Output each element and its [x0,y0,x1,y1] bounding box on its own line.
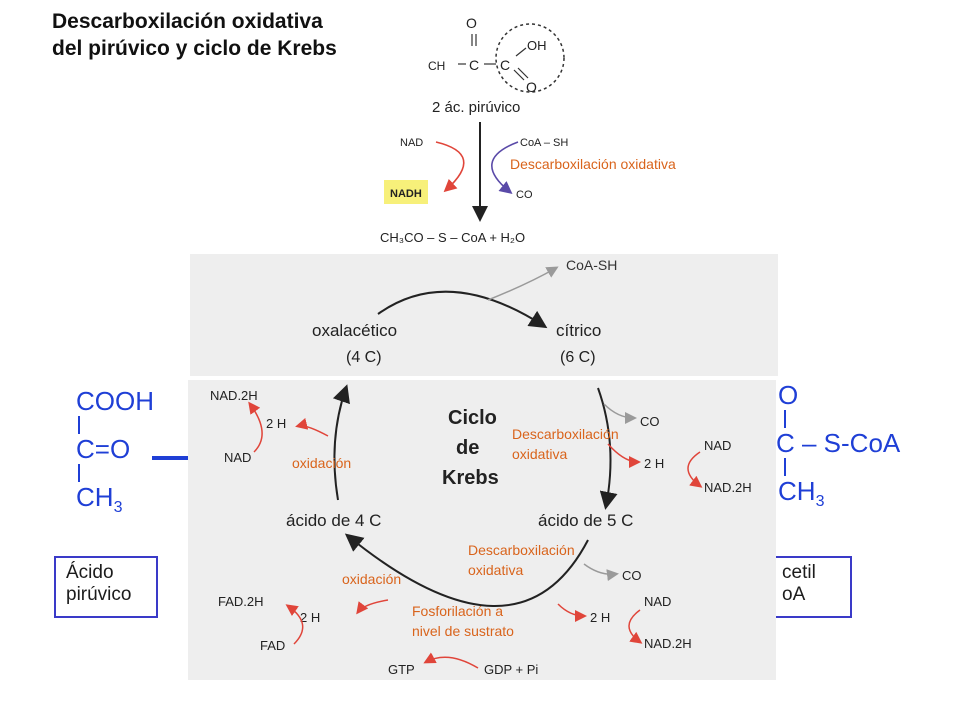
fad-label: FAD [260,638,285,653]
nad2h-a: NAD.2H [704,480,752,495]
page-title: Descarboxilación oxidativa del pirúvico … [52,8,337,62]
annotation-descarbox-mid: Descarboxilación oxidativa [512,424,619,464]
oxalacetico-c: (4 C) [346,349,382,366]
nad-a-arrow [687,451,703,488]
h2-b: 2 H [590,610,610,625]
arc-5c-4c [344,533,589,607]
acetyl-formula-o: O [778,380,799,410]
coa-sh-top: CoA-SH [566,257,617,273]
h2-fad: 2 H [300,610,320,625]
coa-sh-release-arrow [487,266,559,301]
bond-line [78,464,80,482]
carboxyl-dashed-circle [495,23,565,93]
gdp-label: GDP + Pi [484,662,538,677]
acido-5c-label: ácido de 5 C [538,511,633,530]
acetyl-c-scoa: C – S-CoA [776,428,901,458]
acido-4c-label: ácido de 4 C [286,511,381,530]
gtp-label: GTP [388,662,415,677]
fad-arrow [285,604,304,645]
annotation-oxidacion-upper: oxidación [292,455,352,471]
carbon-2-label: C [500,57,510,73]
nad-b: NAD [644,594,671,609]
nad-a: NAD [704,438,731,453]
h2-left-arrow [295,418,329,437]
h2-a-arrow [607,443,641,468]
oh-label: OH [527,38,547,53]
cycle-title-3: Krebs [442,467,499,489]
annotation-descarbox-top: Descarboxilación oxidativa [510,156,676,172]
cycle-top-panel [190,254,778,376]
title-line-1: Descarboxilación oxidativa [52,10,323,33]
krebs-cycle-diagram: CoA-SH oxalacético (4 C) cítrico (6 C) C… [210,257,752,677]
bond-line [784,410,786,428]
citrico-label: cítrico [556,321,601,340]
coa-co2-arrow [491,141,519,195]
nad-left: NAD [224,450,251,465]
carbon-1-label: C [469,57,479,73]
annotation-line: oxidativa [512,446,568,462]
ch3-subscript: 3 [113,499,123,517]
nadh2-label: NADH [390,188,422,200]
arc-4c-oxalacetico [332,384,350,501]
bond-line [784,458,786,476]
h2-fad-arrow [356,599,389,615]
co-label: C=O [76,434,131,464]
cycle-title-1: Ciclo [448,407,497,429]
pyruvate-decarboxylation-figure: O CH C C OH O 2 ác. pirúvico NAD NADH Co… [380,15,568,245]
ch3-top-label: CH [428,59,445,73]
co2-a: CO [640,414,660,429]
arc-oxalacetico-citrico [377,290,548,329]
box-line-2: oA [782,584,806,605]
ch3-label: CH [76,482,114,512]
acetyl-ch3: CH3 [778,476,824,517]
annotation-line: nivel de sustrato [412,623,514,639]
box-line-1: Ácido [66,562,114,583]
coa-sh-label: CoA – SH [520,137,568,149]
annotation-line: Fosforilación a [412,603,504,619]
pyruvic-name: 2 ác. pirúvico [432,99,520,116]
title-line-2: del pirúvico y ciclo de Krebs [52,37,337,60]
cooh-label: COOH [76,386,154,416]
cycle-main-panel [188,380,776,680]
ch3-subscript: 3 [815,493,825,511]
nad-label: NAD [400,137,423,149]
nad-left-arrow [248,401,263,453]
oxalacetico-label: oxalacético [312,321,397,340]
co2-top-label: CO [516,189,533,201]
co2-a-arrow [603,403,637,424]
gdp-gtp-arrow [423,652,479,669]
pyruvic-formula: COOH C=O CH3 [76,386,154,523]
annotation-fosforilacion: Fosforilación a nivel de sustrato [412,601,514,641]
bond-line [78,416,80,434]
nad-reduction-arrow [435,141,465,193]
acetyl-coa-product: CH₃CO – S – CoA + H₂O [380,230,525,245]
annotation-line: oxidativa [468,562,524,578]
citrico-c: (6 C) [560,349,596,366]
nad2h-left: NAD.2H [210,388,258,403]
annotation-oxidacion-lower: oxidación [342,571,402,587]
annotation-descarbox-low: Descarboxilación oxidativa [468,540,575,580]
pyruvic-acid-box: Ácido pirúvico [54,556,158,618]
o-top-label: O [466,15,477,31]
nad2h-b: NAD.2H [644,636,692,651]
o-bottom-label: O [526,79,537,95]
box-line-1: cetil [782,562,816,583]
ch3-label: CH [778,476,816,506]
h2-a: 2 H [644,456,664,471]
co2-b: CO [622,568,642,583]
fad2h-label: FAD.2H [218,594,264,609]
co2-b-arrow [583,563,619,582]
h2-left: 2 H [266,416,286,431]
nad-b-arrow [628,609,643,644]
reaction-arrow-stub [152,456,190,460]
cycle-title-2: de [456,437,479,459]
nadh-highlight [384,180,428,204]
h2-b-arrow [557,603,587,622]
annotation-line: Descarboxilación [468,542,575,558]
box-line-2: pirúvico [66,584,132,605]
annotation-line: Descarboxilación [512,426,619,442]
